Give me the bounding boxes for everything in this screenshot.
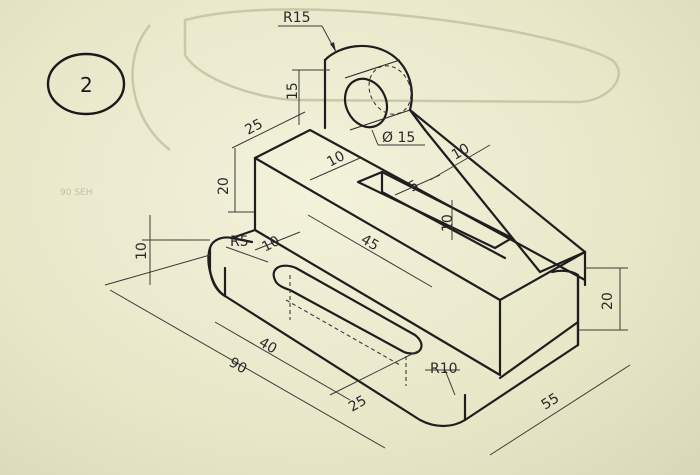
dim-r15: R15 bbox=[283, 10, 311, 26]
dim-10-small: 10 bbox=[259, 233, 282, 255]
problem-number-circle bbox=[46, 52, 126, 116]
dim-25-bottom: 25 bbox=[346, 393, 369, 416]
dim-20-left: 20 bbox=[216, 177, 232, 195]
ghost-text: 90 SEH bbox=[60, 188, 92, 198]
dim-10-vertical: 10 bbox=[440, 214, 456, 232]
dim-25: 25 bbox=[242, 116, 265, 138]
part-outline bbox=[207, 44, 587, 428]
dim-r5: R5 bbox=[230, 234, 249, 250]
dim-10-left: 10 bbox=[134, 242, 150, 260]
dim-20-right: 20 bbox=[600, 292, 616, 310]
dim-5: 5 bbox=[406, 177, 422, 195]
dim-15-vertical: 15 bbox=[285, 82, 301, 100]
dim-40: 40 bbox=[256, 335, 279, 358]
dim-45: 45 bbox=[358, 232, 381, 255]
dim-10-rib: 10 bbox=[449, 141, 472, 164]
background-ghost-lines: 90 SEH bbox=[60, 8, 620, 198]
dim-55: 55 bbox=[539, 390, 563, 413]
problem-number: 2 bbox=[80, 73, 93, 97]
dim-diameter-15: Ø 15 bbox=[382, 130, 415, 146]
dim-90: 90 bbox=[226, 355, 249, 378]
dim-r10: R10 bbox=[430, 361, 458, 377]
dimension-lines bbox=[104, 25, 631, 456]
dimension-labels: R15 15 25 20 Ø 15 10 10 5 10 45 R5 10 10… bbox=[134, 10, 616, 415]
dim-10-slot: 10 bbox=[324, 148, 347, 170]
